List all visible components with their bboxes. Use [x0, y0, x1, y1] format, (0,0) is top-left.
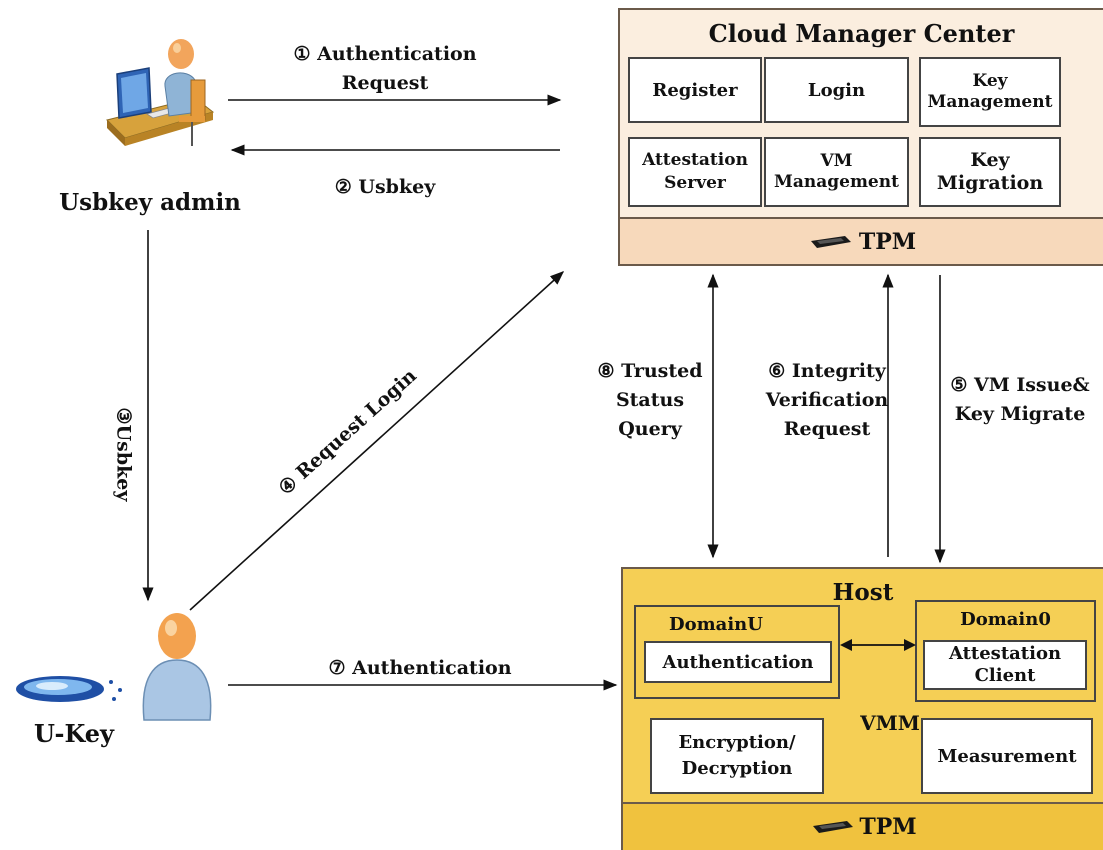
vm-management-module: VM Management [764, 137, 909, 207]
admin-label: Usbkey admin [59, 188, 241, 216]
host-tpm-bar: TPM [623, 802, 1103, 850]
register-module: Register [628, 57, 762, 123]
step5-label: ⑤ VM Issue& Key Migrate [950, 374, 1090, 425]
cloud-manager-center: Cloud Manager Center Register Login Key … [618, 8, 1103, 266]
step8-label: ⑧ Trusted Status Query [597, 360, 703, 440]
measurement-module: Measurement [921, 718, 1093, 794]
cloud-center-title: Cloud Manager Center [708, 18, 1015, 48]
step2-label: ② Usbkey [334, 176, 436, 198]
domain0-title: Domain0 [960, 608, 1051, 630]
host-title: Host [832, 578, 894, 606]
admin-computer-icon [106, 39, 215, 146]
key-migration-module: Key Migration [919, 137, 1061, 207]
attestation-server-module: Attestation Server [628, 137, 762, 207]
step3-label: ③Usbkey [112, 407, 135, 502]
user-person-icon [142, 613, 212, 721]
step7-label: ⑦ Authentication [328, 657, 512, 679]
key-management-module: Key Management [919, 57, 1061, 127]
domain-link-arrow [840, 639, 916, 651]
authentication-module: Authentication [644, 641, 832, 683]
attestation-client-module: Attestation Client [923, 640, 1087, 690]
host-tpm-label: TPM [859, 814, 917, 840]
ukey-label: U-Key [33, 718, 114, 748]
encryption-module: Encryption/ Decryption [650, 718, 824, 794]
vmm-label: VMM [860, 711, 920, 735]
domainu-box: DomainU Authentication [634, 605, 840, 699]
domainu-title: DomainU [669, 613, 763, 635]
arrow-step4 [189, 271, 565, 611]
cloud-tpm-bar: TPM [620, 217, 1103, 264]
step6-label: ⑥ Integrity Verification Request [765, 360, 889, 440]
host-panel: Host DomainU Authentication Domain0 Atte… [621, 567, 1103, 850]
tpm-chip-icon [813, 821, 854, 833]
step1-label: ① Authentication Request [293, 43, 477, 94]
login-module: Login [764, 57, 909, 123]
cloud-tpm-label: TPM [858, 228, 917, 255]
ukey-device-icon [16, 676, 122, 702]
tpm-chip-icon [810, 235, 851, 248]
domain0-box: Domain0 Attestation Client [915, 600, 1096, 702]
